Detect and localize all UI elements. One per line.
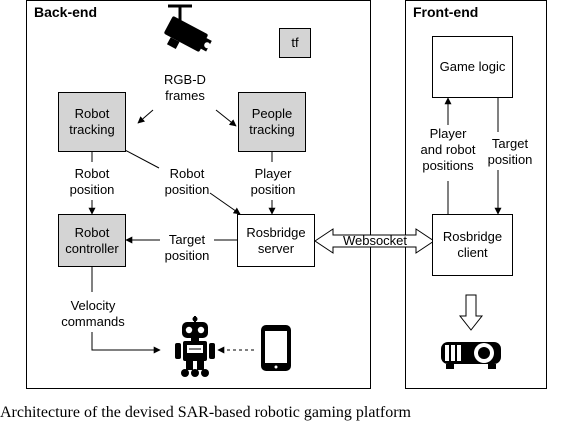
frontend-title: Front-end	[413, 4, 479, 20]
robot-icon	[175, 316, 215, 377]
people-tracking-box: People tracking	[238, 92, 306, 152]
rgbd-frames-label: RGB-D frames	[164, 72, 206, 103]
target-position-label-front: Target position	[478, 136, 542, 168]
player-robot-positions-label: Player and robot positions	[406, 126, 490, 174]
rosbridge-client-box: Rosbridge client	[432, 214, 513, 276]
robot-tracking-box: Robot tracking	[58, 92, 126, 152]
websocket-label: Websocket	[342, 233, 408, 248]
robot-position-label-left: Robot position	[69, 166, 115, 197]
camera-icon	[164, 4, 212, 52]
target-position-label-back: Target position	[164, 232, 210, 263]
figure-caption: Architecture of the devised SAR-based ro…	[0, 404, 411, 421]
game-logic-box: Game logic	[432, 36, 513, 98]
tablet-icon	[261, 325, 291, 371]
backend-title: Back-end	[34, 4, 98, 20]
velocity-commands-label: Velocity commands	[61, 298, 125, 329]
robot-position-label-mid: Robot position	[164, 166, 210, 197]
rosbridge-server-box: Rosbridge server	[237, 214, 315, 267]
robot-controller-box: Robot controller	[58, 214, 126, 267]
tf-box: tf	[279, 28, 311, 58]
player-position-label: Player position	[250, 166, 296, 197]
projector-icon	[441, 342, 501, 369]
